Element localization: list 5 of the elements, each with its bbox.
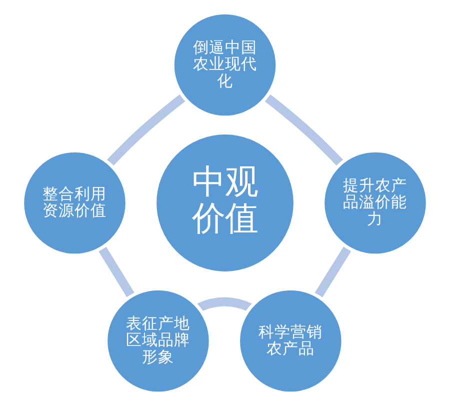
connector [264,94,344,166]
connector [106,94,186,166]
connector [196,297,252,312]
connector [98,246,135,298]
connector [314,245,352,299]
